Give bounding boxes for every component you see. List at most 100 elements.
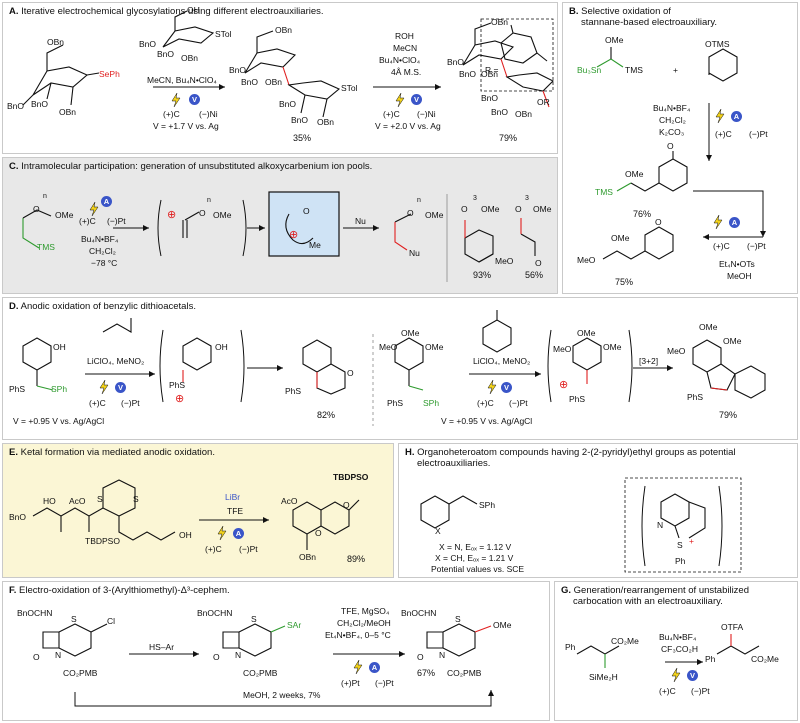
a-step1-cathode: (−)Ni [199, 109, 218, 119]
d-l-sph: SPh [51, 384, 68, 394]
c-cat-o: O [199, 208, 206, 218]
c-prod-o: O [407, 208, 414, 218]
b-p1-tms: TMS [595, 187, 613, 197]
c-ex1-ome: OMe [481, 204, 500, 214]
d-l-int-plus: ⊕ [175, 393, 185, 405]
b-s2-r1: Et₄N•OTs [719, 259, 755, 269]
c-cat-plus: ⊕ [167, 209, 177, 221]
h-c-plus: + [689, 536, 694, 546]
panel-h: H. Organoheteroatom compounds having 2-(… [398, 443, 798, 578]
b-p1-o: O [667, 141, 674, 151]
c-prod-n: n [417, 197, 421, 204]
g-step-r1: Bu₄N•BF₄ [659, 632, 697, 642]
panel-a: A. Iterative electrochemical glycosylati… [2, 2, 558, 154]
a-p2-or: OR [537, 97, 550, 107]
d-r-yield: 79% [719, 410, 738, 420]
a-step2-cathode: (−)Ni [417, 109, 436, 119]
d-l-int-oh: OH [215, 342, 228, 352]
b-s2-r2: MeOH [727, 271, 752, 281]
g-prod-ph: Ph [705, 654, 716, 664]
d-l-r1: LiClO₄, MeNO₂ [87, 356, 145, 366]
h-c-s: S [677, 540, 683, 550]
e-cathode: (−)Pt [239, 544, 258, 554]
a-p1-stol: STol [341, 83, 358, 93]
a-acc-oh: OH [187, 5, 200, 15]
d-r-prod-phs: PhS [687, 392, 704, 402]
h-sph: SPh [479, 500, 496, 510]
a-r-def: R = [485, 65, 499, 75]
panel-h-structures [420, 477, 742, 573]
b-p2-meo: MeO [577, 255, 596, 265]
panel-a-structures [22, 10, 554, 118]
panel-d: D. Anodic oxidation of benzylic dithioac… [2, 297, 798, 440]
b-partner-otms: OTMS [705, 39, 730, 49]
a-step2-potential: V = +2.0 V vs. Ag [375, 121, 441, 131]
d-r-cathode: (−)Pt [509, 398, 528, 408]
c-cat-n: n [207, 197, 211, 204]
f-sm-cl: Cl [107, 616, 116, 626]
panel-a-title: A. Iterative electrochemical glycosylati… [9, 6, 324, 17]
c-sm-ome: OMe [55, 210, 74, 220]
d-r-cyclo: [3+2] [639, 356, 659, 366]
f-sm-nh: BnOCHN [17, 608, 53, 618]
a-acc-stol: STol [215, 29, 232, 39]
c-prod-nu: Nu [409, 248, 420, 258]
a-p1-yield: 35% [293, 133, 312, 143]
d-r-prod-ome1: OMe [699, 322, 718, 332]
a-p1-obn3: OBn [317, 117, 335, 127]
panel-f-structures [42, 623, 494, 707]
panel-g-title: G. Generation/rearrangement of unstabili… [561, 585, 749, 607]
g-step-cathode: (−)Pt [691, 686, 710, 696]
panel-c: C. Intramolecular participation: generat… [2, 157, 558, 294]
f-prod-nh: BnOCHN [401, 608, 437, 618]
c-cat-ome: OMe [213, 210, 232, 220]
d-r-r1: LiClO₄, MeNO₂ [473, 356, 531, 366]
f-r1: HS–Ar [149, 642, 175, 652]
c-ex2-o2: O [535, 258, 542, 268]
b-p1-yield: 76% [633, 209, 652, 219]
b-p2-o: O [655, 217, 662, 227]
b-s1-cathode: (−)Pt [749, 129, 768, 139]
g-prod-otfa: OTFA [721, 622, 744, 632]
a-acc-bno1: BnO [139, 39, 157, 49]
c-step-r1: Bu₄N•BF₄ [81, 234, 119, 244]
c-sm-n: n [43, 193, 47, 200]
bolt-icon [99, 379, 109, 395]
f-step-r1: TFE, MgSO₄ [341, 606, 390, 616]
a-sm-obn2: OBn [59, 107, 77, 117]
bolt-icon [395, 92, 405, 108]
electrode-badge-icon: A [731, 111, 742, 122]
c-ex2-ome: OMe [533, 204, 552, 214]
a-p2-yield: 79% [499, 133, 518, 143]
f-sm-n: N [55, 650, 62, 660]
c-ex1-n: 3 [473, 195, 477, 202]
b-s1-anode: (+)C [715, 129, 732, 139]
c-ex2-n: 3 [525, 195, 529, 202]
bolt-icon [353, 659, 363, 675]
b-s2-cathode: (−)Pt [747, 241, 766, 251]
electrode-badge-icon: A [101, 196, 112, 207]
f-step-anode: (+)Pt [341, 678, 360, 688]
f-prod-s: S [455, 614, 461, 624]
d-r-sph: SPh [423, 398, 440, 408]
panel-g-structures [576, 634, 760, 668]
a-p2-bno3: BnO [481, 93, 499, 103]
f-step-cathode: (−)Pt [375, 678, 394, 688]
e-p-obn: OBn [299, 552, 317, 562]
b-s1-r2: CH₂Cl₂ [659, 115, 686, 125]
e-p-o2: O [343, 500, 350, 510]
electrode-badge-icon: V [687, 670, 698, 681]
f-int-o: O [213, 652, 220, 662]
e-sm-oh: OH [179, 530, 192, 540]
f-prod-o: O [417, 652, 424, 662]
g-step-r2: CF₃CO₂H [661, 644, 698, 654]
a-p1-bno1: BnO [229, 65, 247, 75]
f-prod-co2: CO₂PMB [447, 668, 482, 678]
bolt-icon [217, 525, 227, 541]
a-p2-bno4: BnO [491, 107, 509, 117]
c-step-r2: CH₂Cl₂ [89, 246, 116, 256]
a-step1-potential: V = +1.7 V vs. Ag [153, 121, 219, 131]
e-p-yield: 89% [347, 554, 366, 564]
electrode-badge-icon: A [369, 662, 380, 673]
panel-f: F. Electro-oxidation of 3-(Arylthiomethy… [2, 581, 550, 721]
